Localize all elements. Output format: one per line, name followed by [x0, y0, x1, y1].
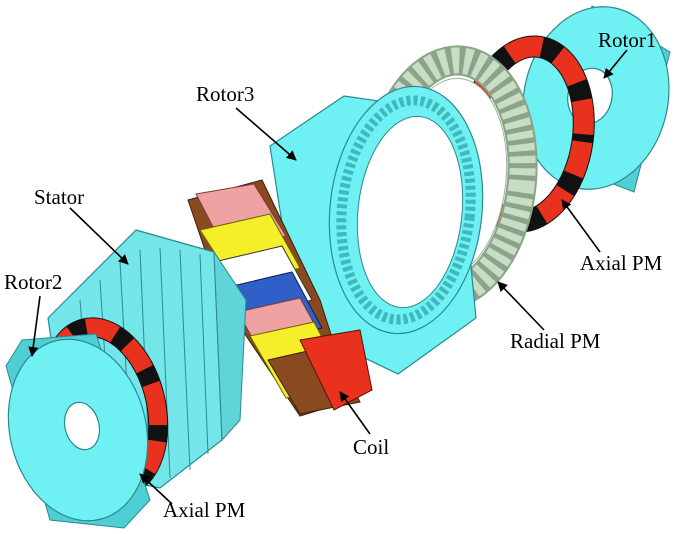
rotor3-label: Rotor3 [196, 82, 255, 106]
axial-pm-right-label: Axial PM [580, 251, 663, 275]
arrow-coil [339, 391, 371, 435]
arrow-rotor2 [28, 295, 41, 357]
arrow-stator [69, 207, 129, 265]
arrow-axial-pm-left [139, 473, 173, 505]
arrow-axial-pm-right [561, 199, 601, 253]
arrow-radial-pm [497, 281, 545, 331]
radial-pm-label: Radial PM [510, 329, 601, 353]
arrow-rotor3 [235, 107, 297, 161]
leader-arrows [28, 49, 628, 505]
axial-pm-left-label: Axial PM [163, 498, 246, 522]
rotor2-disc [5, 333, 151, 529]
rotor2-label: Rotor2 [4, 270, 63, 294]
rotor1-label: Rotor1 [598, 28, 657, 52]
coil-label: Coil [353, 435, 390, 459]
arrow-rotor1 [603, 49, 628, 79]
stator-label: Stator [34, 185, 85, 209]
coil-stack [187, 179, 373, 417]
